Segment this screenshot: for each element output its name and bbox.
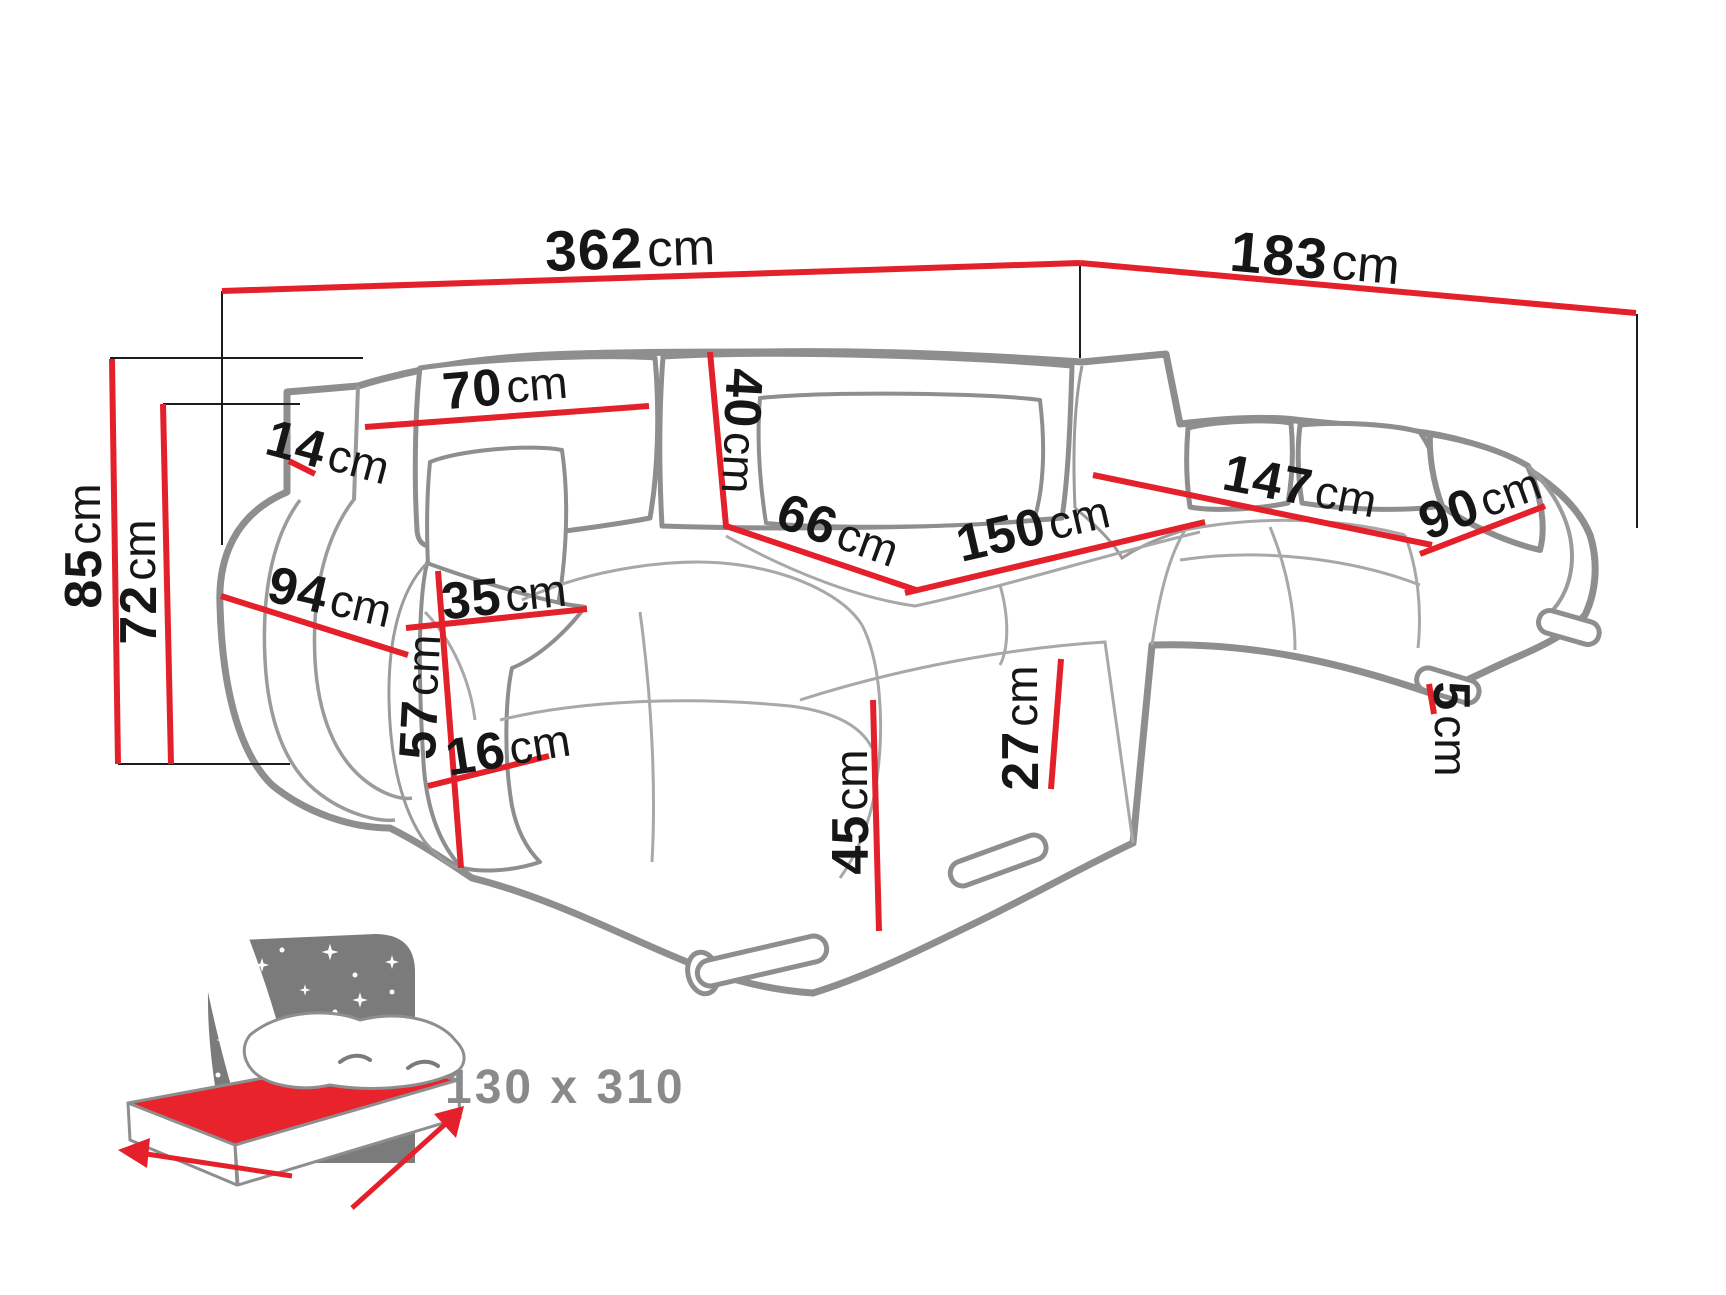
sleeping-area-label: 130 x 310	[445, 1061, 686, 1114]
dimension-line-72	[160, 403, 174, 765]
left-arm-rolls	[262, 496, 587, 873]
dimension-line-90	[1418, 503, 1547, 557]
dimension-line-85	[109, 358, 121, 765]
star-dot	[279, 947, 285, 953]
dimension-line-14	[287, 458, 317, 477]
tuft-right-chaise-v1	[1268, 526, 1297, 651]
corner-back-seam	[1072, 365, 1186, 561]
star-icon	[216, 1034, 228, 1046]
leg-left-chaise	[694, 933, 830, 989]
dimension-label-40: 40cm	[709, 367, 773, 495]
dimension-label-16: 16cm	[442, 711, 575, 788]
star-icon	[352, 992, 368, 1008]
dimension-lines	[109, 260, 1637, 932]
seat-tufting-seams	[423, 518, 1421, 879]
arm-front-roll	[417, 561, 587, 873]
leaning-pillow-center	[756, 391, 1046, 529]
star-icon	[255, 958, 269, 972]
arm-roll-1	[262, 498, 396, 823]
extension-lines	[110, 263, 1638, 765]
dimension-line-40-66	[707, 351, 917, 593]
back-cushion-right-1	[1184, 418, 1295, 512]
star-icon	[385, 955, 399, 969]
dimension-line-57	[435, 570, 464, 869]
dimension-line-45	[870, 699, 882, 932]
duvet	[242, 1011, 466, 1090]
sleeping-function-icon	[118, 934, 466, 1210]
dimension-line-27	[1048, 658, 1064, 790]
dimension-line-183	[1079, 260, 1637, 316]
dimension-label-57: 57cm	[389, 633, 453, 761]
bed-arrow-length	[350, 1116, 454, 1210]
tuft-right-chaise-back	[1150, 518, 1406, 646]
arm-front-roll-seam	[387, 561, 463, 870]
dimension-line-35	[405, 606, 588, 631]
tuft-chaise-v1	[638, 611, 655, 863]
star-icon	[321, 943, 339, 961]
star-dot	[389, 989, 395, 995]
dimension-line-147	[1092, 472, 1433, 548]
duvet-fold-2	[406, 1059, 440, 1070]
dimension-label-27: 27cm	[992, 665, 1050, 790]
dimension-label-362: 362cm	[544, 214, 716, 284]
leg-center	[947, 832, 1049, 889]
bed-arrow-width	[139, 1150, 293, 1179]
arm-roll-2	[312, 496, 413, 801]
star-dot	[215, 1072, 221, 1078]
right-arm-roll-seam	[1526, 464, 1575, 617]
dimension-line-150	[904, 519, 1206, 596]
dimension-label-70: 70cm	[440, 353, 570, 422]
dimension-line-16	[427, 753, 550, 789]
tuft-hump	[521, 560, 864, 626]
bed-dimension-arrows	[118, 1106, 464, 1210]
tuft-right-chaise-v2	[1403, 534, 1421, 649]
dimension-label-35: 35cm	[439, 561, 570, 632]
bed-arrow-length-head	[434, 1106, 464, 1138]
star-icon	[299, 984, 311, 996]
dimension-label-5: 5cm	[1422, 681, 1480, 776]
sofa-legs	[685, 607, 1602, 997]
sofa-illustration	[216, 348, 1602, 997]
dimension-line-5	[1426, 683, 1437, 715]
tuft-chaise-h1	[499, 699, 874, 749]
dimension-line-70	[364, 403, 650, 430]
tuft-center-split	[998, 584, 1009, 666]
dimension-line-362	[221, 260, 1081, 294]
tuft-front-edge	[799, 640, 1135, 844]
tuft-right-chaise-front	[1179, 553, 1421, 587]
duvet-fold-1	[338, 1053, 372, 1064]
dimension-label-72: 72cm	[110, 519, 168, 644]
leg-right-rear	[1535, 607, 1602, 647]
star-dot	[352, 972, 358, 978]
tuft-valley	[725, 530, 1201, 608]
armrest-back-panel-seam	[352, 385, 360, 501]
tuft-chaise-left	[423, 610, 477, 721]
bed-arrow-width-head	[118, 1138, 150, 1168]
dimension-label-85: 85cm	[55, 483, 113, 608]
back-cushion-arm	[1426, 431, 1546, 553]
dimension-label-183: 183cm	[1227, 220, 1402, 299]
tuft-chaise-right-edge	[838, 624, 883, 879]
dimension-line-94	[220, 593, 409, 658]
dimension-label-45: 45cm	[822, 749, 880, 874]
leg-right-front	[1414, 665, 1482, 706]
